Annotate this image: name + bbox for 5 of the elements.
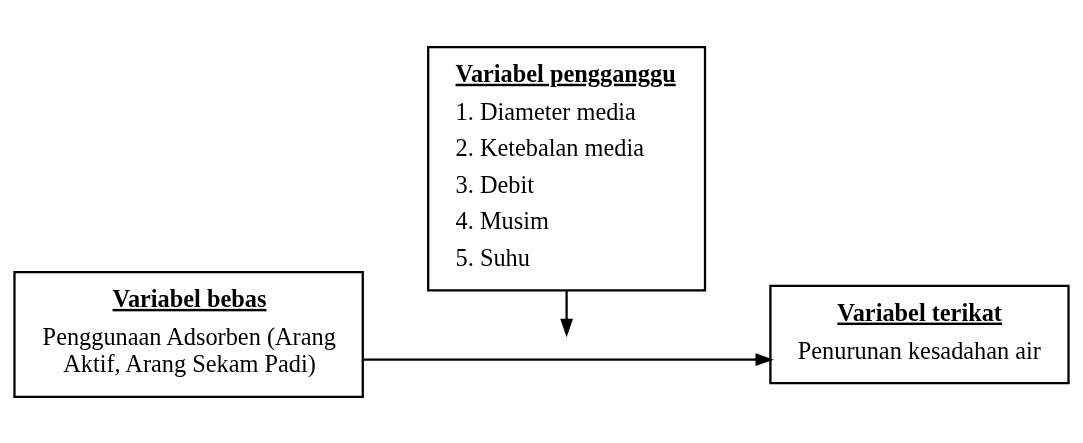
arrow xyxy=(363,352,774,366)
node-box: Variabel bebas Penggunaan Adsorben (Arang Aktif, Arang Sekam Padi) xyxy=(13,270,364,398)
node-box: Variabel pengganggu 1. Diameter media 2. Ketebalan media 3. Debit 4. Musim 5. Suhu xyxy=(427,45,707,292)
arrow xyxy=(560,290,573,337)
node-box: Variabel terikat Penurunan kesadahan air xyxy=(769,284,1070,384)
